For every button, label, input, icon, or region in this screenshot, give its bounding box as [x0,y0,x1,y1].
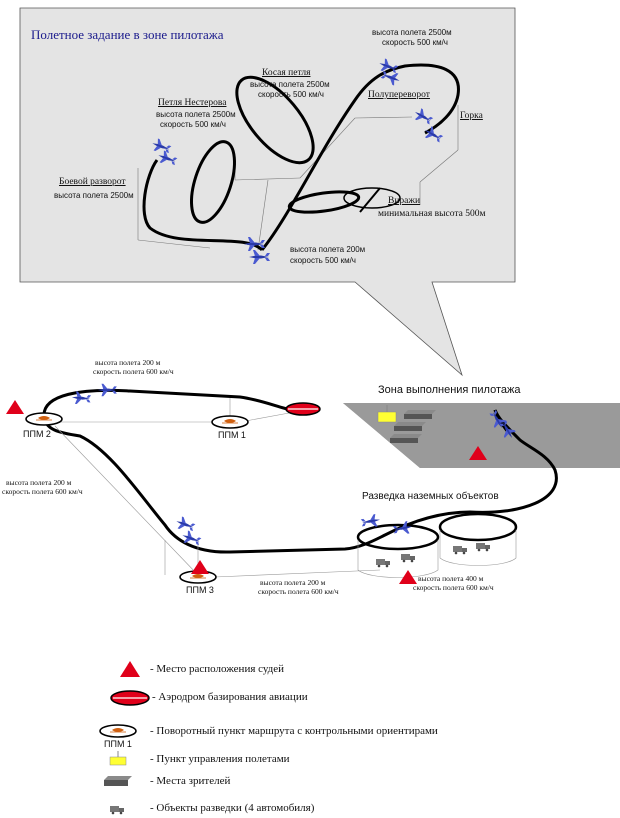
boevoy-label: Боевой разворот [59,177,126,187]
legend-judges-icon [120,661,140,677]
aerobatics-track [137,63,460,252]
jet-icon [97,383,117,397]
control-point-icon [377,411,397,423]
virazhi-min-alt: минимальная высота 500м [378,209,486,219]
ground-route [54,398,381,578]
kosaya-alt: высота полета 2500м [250,80,330,89]
nesterov-alt: высота полета 2500м [156,110,236,119]
judge-marker [6,400,24,414]
ppm1-marker [211,415,249,429]
legend-waypoint-icon [99,724,137,738]
spectators-icon [394,422,426,431]
legend-control-icon [109,751,127,766]
leg-bottom-alt: высота полета 200 м [260,578,326,587]
legend-airfield: - Аэродром базирования авиации [152,691,308,703]
zone-top-speed: скорость 500 км/ч [382,38,448,47]
callout-panel [19,7,516,377]
judge-marker [469,446,487,460]
boevoy-alt: высота полета 2500м [54,191,134,200]
leg-bottom-speed: скорость полета 600 км/ч [258,587,339,596]
legend-spectators: - Места зрителей [150,775,231,787]
ppm1-label: ППМ 1 [218,430,246,440]
recon-targets [376,543,490,568]
leg-right-alt: высота полета 400 м [418,574,484,583]
legend-airfield-icon [110,690,150,706]
zone-title: Полетное задание в зоне пилотажа [31,27,224,42]
spectators-icon [404,410,436,419]
entry-speed: скорость 500 км/ч [290,256,356,265]
zone-top-alt: высота полета 2500м [372,28,452,37]
kosaya-speed: скорость 500 км/ч [258,90,324,99]
legend-spectators-icon [104,776,132,786]
judge-marker [399,570,417,584]
jet-icon [174,515,197,534]
judge-marker [191,560,209,574]
legend-waypoint: - Поворотный пункт маршрута с контрольны… [150,725,438,737]
ppm2-label: ППМ 2 [23,429,51,439]
airfield-marker [285,402,321,416]
legend-truck-icon [110,806,124,815]
kosaya-label: Косая петля [262,68,311,78]
legend-control: - Пункт управления полетами [150,753,290,765]
legend-waypoint-label: ППМ 1 [104,739,132,749]
leg-left-alt: высота полета 200 м [6,478,72,487]
nesterov-label: Петля Нестерова [158,98,227,108]
entry-alt: высота полета 200м [290,245,366,254]
poluperevorot-label: Полупереворот [368,90,430,100]
virazhi-label: Виражи [388,196,421,206]
nesterov-speed: скорость 500 км/ч [160,120,226,129]
leg-top-alt: высота полета 200 м [95,358,161,367]
legend-recon: - Объекты разведки (4 автомобиля) [150,802,315,814]
pilot-zone-label: Зона выполнения пилотажа [378,384,521,396]
spectators-icon [390,434,422,443]
recon-loops [356,512,518,578]
gorka-label: Горка [460,111,483,121]
leg-left-speed: скорость полета 600 км/ч [2,487,83,496]
leg-top-speed: скорость полета 600 км/ч [93,367,174,376]
legend-judges: - Место расположения судей [150,663,285,675]
ppm3-label: ППМ 3 [186,585,214,595]
recon-label: Разведка наземных объектов [362,491,499,502]
leg-right-speed: скорость полета 600 км/ч [413,583,494,592]
ppm2-marker [25,412,63,426]
